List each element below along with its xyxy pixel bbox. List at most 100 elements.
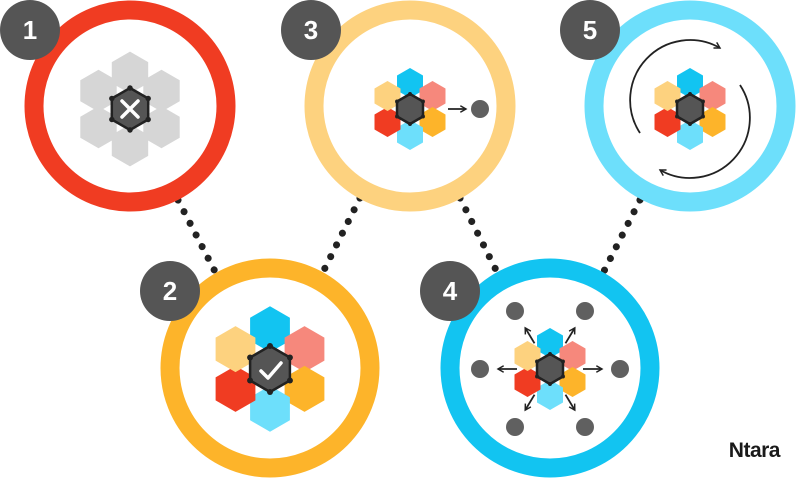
connector-1-2	[174, 196, 226, 289]
radiating-arrow	[524, 394, 536, 412]
hex-vertex-dot	[286, 377, 293, 384]
check-icon	[259, 361, 283, 380]
hex-vertex-dot	[395, 99, 399, 104]
output-node	[471, 100, 489, 118]
output-node	[576, 302, 594, 320]
radiating-arrow	[564, 326, 576, 344]
hex-vertex-dot	[421, 114, 425, 119]
hex-vertex-dot	[535, 359, 539, 364]
hex-bottom	[397, 120, 423, 150]
step-1-badge: 1	[0, 0, 60, 60]
output-node	[611, 360, 629, 378]
radiating-arrow	[524, 326, 536, 344]
hex-upper-right	[419, 81, 446, 111]
hex-vertex-dot	[127, 85, 133, 91]
connector-4-5	[594, 196, 644, 287]
hex-vertex-dot	[145, 116, 151, 123]
hex-lower-left	[80, 106, 117, 149]
hex-bottom	[250, 385, 290, 432]
hex-vertex-dot	[561, 374, 565, 379]
step-4-badge: 4	[420, 261, 480, 321]
hex-top	[250, 306, 290, 353]
cycle-arrows-icon	[629, 39, 751, 179]
hex-vertex-dot	[408, 92, 412, 96]
hex-vertex-dot	[688, 92, 692, 96]
step-2-number: 2	[163, 276, 177, 306]
hex-vertex-dot	[109, 116, 115, 123]
step-5-badge: 5	[560, 0, 620, 60]
hex-upper-left	[80, 69, 117, 112]
hex-upper-left	[514, 341, 541, 371]
output-node	[506, 302, 524, 320]
hex-lower-left	[514, 367, 541, 397]
hex-vertex-dot	[286, 354, 293, 361]
hex-top	[537, 328, 563, 358]
hex-vertex-dot	[145, 95, 151, 102]
step-1-number: 1	[23, 15, 37, 45]
hex-top	[397, 68, 423, 98]
hex-lower-right	[699, 107, 726, 137]
output-node	[471, 360, 489, 378]
hex-vertex-dot	[247, 377, 254, 384]
step-3-badge: 3	[281, 0, 341, 60]
step-2-hex-cluster	[215, 306, 325, 432]
hex-bottom	[677, 120, 703, 150]
hex-lower-left	[215, 365, 256, 412]
hex-vertex-dot	[701, 114, 705, 119]
step-4-hex-cluster	[514, 328, 586, 410]
hex-vertex-dot	[247, 354, 254, 361]
hex-upper-right	[699, 81, 726, 111]
hex-lower-left	[654, 107, 681, 137]
arrow-to-node-icon	[448, 100, 489, 118]
radiating-arrow	[564, 394, 576, 412]
hex-vertex-dot	[548, 382, 552, 386]
step-5-hex-cluster	[654, 68, 726, 150]
hex-vertex-dot	[535, 374, 539, 379]
step-5-number: 5	[583, 15, 597, 45]
step-3-number: 3	[304, 15, 318, 45]
output-node	[576, 418, 594, 436]
connector-2-3	[314, 194, 364, 286]
hex-vertex-dot	[675, 99, 679, 104]
hex-center	[535, 352, 565, 386]
hex-lower-left	[374, 107, 401, 137]
hex-vertex-dot	[267, 343, 273, 349]
hex-vertex-dot	[548, 352, 552, 356]
hex-lower-right	[559, 367, 586, 397]
output-node	[506, 418, 524, 436]
x-icon	[120, 99, 140, 119]
hex-upper-right	[559, 341, 586, 371]
hex-vertex-dot	[675, 114, 679, 119]
hex-top	[677, 68, 703, 98]
hex-upper-left	[215, 326, 256, 373]
ntara-logo: Ntara	[729, 439, 781, 462]
step-2-badge: 2	[140, 261, 200, 321]
hex-vertex-dot	[561, 359, 565, 364]
hex-vertex-dot	[109, 95, 115, 102]
hex-vertex-dot	[267, 389, 273, 395]
hex-center	[675, 92, 705, 126]
hex-upper-left	[374, 81, 401, 111]
hex-center	[395, 92, 425, 126]
step-4-number: 4	[443, 276, 458, 306]
hex-lower-right	[143, 106, 180, 149]
step-1-hex-cluster	[80, 51, 180, 167]
connector-3-4	[456, 194, 506, 286]
hex-vertex-dot	[701, 99, 705, 104]
hex-lower-right	[419, 107, 446, 137]
hex-upper-left	[654, 81, 681, 111]
hex-bottom	[537, 380, 563, 410]
hex-vertex-dot	[421, 99, 425, 104]
radiating-arrows-icon	[471, 302, 629, 436]
hex-upper-right	[143, 69, 180, 112]
hex-lower-right	[284, 365, 325, 412]
hex-vertex-dot	[408, 122, 412, 126]
hex-upper-right	[284, 326, 325, 373]
hex-center	[248, 344, 292, 394]
hex-vertex-dot	[127, 127, 133, 133]
step-3-hex-cluster	[374, 68, 446, 150]
hex-vertex-dot	[395, 114, 399, 119]
hex-vertex-dot	[688, 122, 692, 126]
hex-top	[111, 51, 149, 94]
hex-bottom	[111, 124, 149, 167]
